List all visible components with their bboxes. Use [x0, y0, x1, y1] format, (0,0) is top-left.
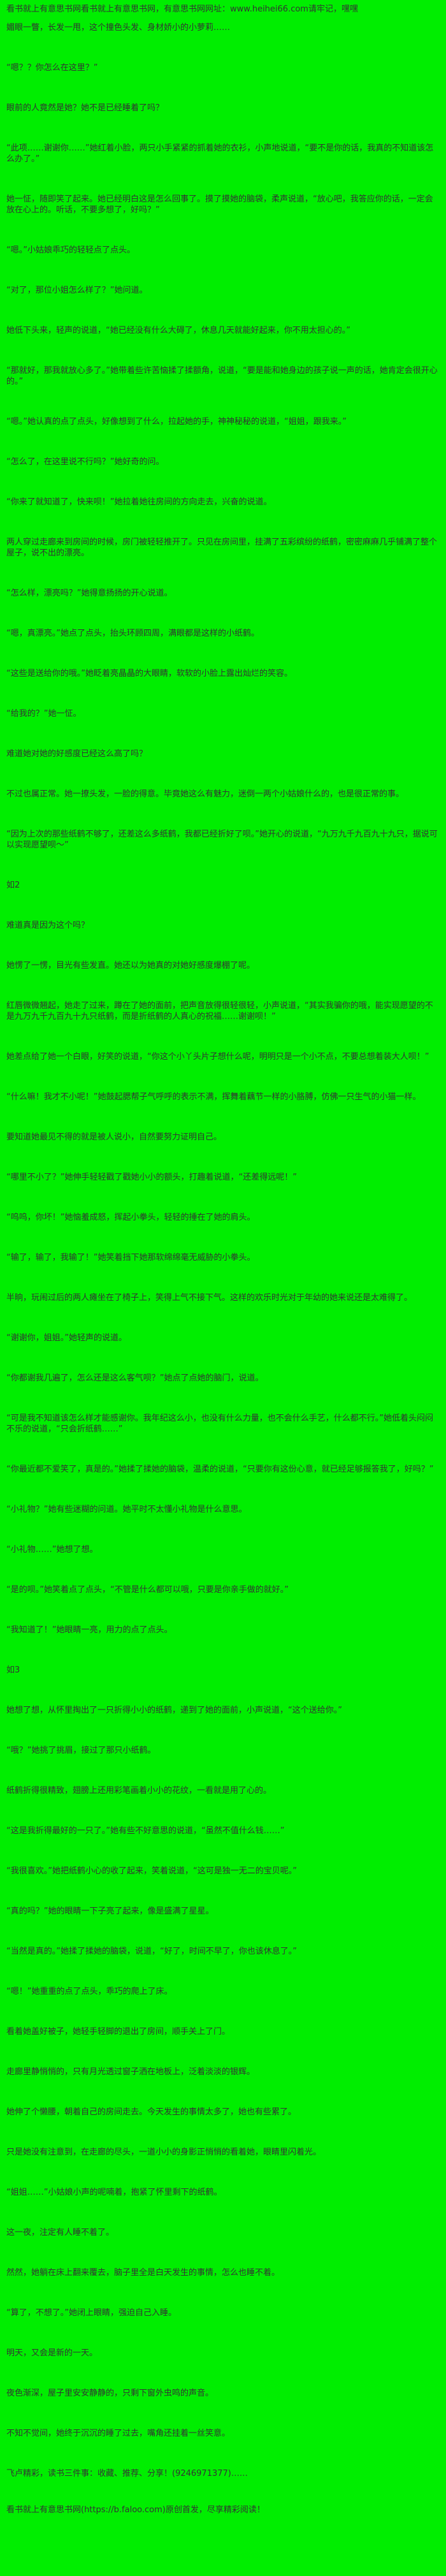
paragraph: “姐姐……”小姑娘小声的呢喃着，抱紧了怀里剩下的纸鹤。: [6, 2188, 222, 2197]
paragraph: “那就好，那我就放心多了。”她带着些许苦恼揉了揉额角，说道，“要是能和她身边的孩…: [6, 366, 438, 386]
paragraph: “嗯。”她认真的点了点头，好像想到了什么，拉起她的手，神神秘秘的说道，“姐姐，跟…: [6, 417, 347, 427]
paragraph: 红唇微微翘起，她走了过来，蹲在了她的面前，把声音放得很轻很轻，小声说道，“其实我…: [6, 1001, 433, 1021]
paragraph: 她愣了一愣，目光有些发直。她还以为她真的对她好感度爆棚了呢。: [6, 961, 255, 970]
paragraph: 难道她对她的好感度已经这么高了吗？: [6, 749, 148, 759]
paragraph: “你都谢我几遍了，怎么还是这么客气呗？”她点了点她的脑门，说道。: [6, 1373, 264, 1383]
paragraph: “你来了就知道了，快来呗！”她拉着她往房间的方向走去，兴奋的说道。: [6, 497, 272, 507]
paragraph: “可是我不知道该怎么样才能感谢你。我年纪这么小，也没有什么力量，也不会什么手艺，…: [6, 1414, 433, 1434]
paragraph: “小礼物？”她有些迷糊的问道。她平时不太懂小礼物是什么意思。: [6, 1505, 247, 1514]
paragraph: “怎么样，漂亮吗？”她得意扬扬的开心说道。: [6, 589, 173, 598]
paragraph: 纸鹤折得很精致，翅膀上还用彩笔画着小小的花纹，一看就是用了心的。: [6, 1786, 272, 1796]
paragraph: “这些是送给你的哦。”她眨着亮晶晶的大眼睛，软软的小脸上露出灿烂的笑容。: [6, 669, 292, 678]
paragraph: 难道真是因为这个吗？: [6, 921, 90, 930]
paragraph: 这一夜，注定有人睡不着了。: [6, 2228, 115, 2237]
paragraph: “谢谢你，姐姐。”她轻声的说道。: [6, 1333, 127, 1343]
paragraph: “我知道了！”她眼睛一亮，用力的点了点头。: [6, 1625, 173, 1635]
footer-source-link-line[interactable]: 看书就上有意思书网(https://b.faloo.com)原创首发，尽享精彩阅…: [6, 2505, 265, 2515]
paragraph: 她一怔，随即笑了起来。她已经明白这是怎么回事了。摸了摸她的脑袋，柔声说道，“放心…: [6, 194, 433, 215]
paragraph: “嗯。”小姑娘乖巧的轻轻点了点头。: [6, 245, 135, 255]
paragraph: “对了，那位小姐怎么样了？”她问道。: [6, 286, 148, 295]
section-marker: 如2: [6, 881, 20, 890]
site-header-line: 看书就上有意思书网看书就上有意思书网，有意思书网网址：www.heihei66.…: [6, 4, 358, 14]
paragraph: “真的吗？”她的眼睛一下子亮了起来，像是盛满了星星。: [6, 1906, 214, 1916]
paragraph: 明天，又会是新的一天。: [6, 2348, 98, 2358]
paragraph: “呜呜，你坏！”她恼羞成怒，挥起小拳头，轻轻的捶在了她的肩头。: [6, 1213, 255, 1222]
paragraph: “你最近都不爱笑了，真是的。”她揉了揉她的脑袋，温柔的说道，“只要你有这份心意，…: [6, 1465, 434, 1474]
paragraph: “哪里不小了？”她伸手轻轻戳了戳她小小的额头，打趣着说道，“还差得远呢！”: [6, 1173, 297, 1182]
paragraph: “什么嘛！我才不小呢！”她鼓起腮帮子气呼呼的表示不满，挥舞着藕节一样的小胳膊，仿…: [6, 1092, 421, 1102]
paragraph: 只是她没有注意到，在走廊的尽头，一道小小的身影正悄悄的看着她，眼睛里闪着光。: [6, 2148, 322, 2157]
paragraph: 夜色渐深，屋子里安安静静的，只剩下窗外虫鸣的声音。: [6, 2389, 214, 2398]
paragraph: 她伸了个懒腰，朝着自己的房间走去。今天发生的事情太多了，她也有些累了。: [6, 2107, 297, 2117]
paragraph: “嗯？？你怎么在这里？”: [6, 63, 98, 73]
section-marker: 如3: [6, 1665, 20, 1675]
chapter-body: “嗯？？你怎么在这里？” 眼前的人竟然是她？她不是已经睡着了吗？ “此项……谢谢你……: [6, 62, 440, 2439]
paragraph: “当然是真的。”她揉了揉她的脑袋，说道，“好了，时间不早了，你也该休息了。”: [6, 1947, 297, 1956]
paragraph: “嗯，真漂亮。”她点了点头，抬头环顾四周，满眼都是这样的小纸鹤。: [6, 629, 259, 638]
paragraph: “算了，不想了。”她闭上眼睛，强迫自己入睡。: [6, 2308, 176, 2318]
paragraph: 不知不觉间，她终于沉沉的睡了过去，嘴角还挂着一丝笑意。: [6, 2429, 231, 2438]
paragraph: “哦？”她挑了挑眉，接过了那只小纸鹤。: [6, 1746, 156, 1755]
paragraph: 走廊里静悄悄的，只有月光透过窗子洒在地板上，泛着淡淡的银辉。: [6, 2067, 255, 2077]
paragraph: 她想了想，从怀里掏出了一只折得小小的纸鹤，递到了她的面前，小声说道，“这个送给你…: [6, 1706, 342, 1715]
paragraph: 看着她盖好被子，她轻手轻脚的退出了房间，顺手关上了门。: [6, 2027, 231, 2037]
paragraph: 半晌，玩闹过后的两人瘫坐在了椅子上，笑得上气不接下气。这样的欢乐时光对于年幼的她…: [6, 1293, 413, 1303]
paragraph: “这是我折得最好的一只了。”她有些不好意思的说道，“虽然不值什么钱……”: [6, 1826, 285, 1836]
paragraph: “给我的？”她一怔。: [6, 709, 82, 719]
paragraph: 两人穿过走廊来到房间的时候，房门被轻轻推开了。只见在房间里，挂满了五彩缤纷的纸鹤…: [6, 538, 438, 558]
paragraph: “嗯！”她重重的点了点头，乖巧的爬上了床。: [6, 1987, 173, 1996]
footer-recommend-line: 飞卢精彩，读书三件事：收藏、推荐、分享！(9246971377)……: [6, 2469, 248, 2478]
paragraph: 要知道她最见不得的就是被人说小，自然要努力证明自己。: [6, 1132, 222, 1142]
paragraph: 她低下头来，轻声的说道，“她已经没有什么大碍了，休息几天就能好起来，你不用太担心…: [6, 326, 350, 335]
paragraph: “是的呗。”她笑着点了点头，“不管是什么都可以哦，只要是你亲手做的就好。”: [6, 1585, 289, 1595]
paragraph: 她差点给了她一个白眼，好笑的说道，“你这个小丫头片子想什么呢，明明只是一个小不点…: [6, 1052, 429, 1062]
paragraph: “输了，输了，我输了！”她笑着挡下她那软绵绵毫无威胁的小拳头。: [6, 1253, 255, 1262]
paragraph: 不过也属正常。她一撩头发，一脸的得意。毕竟她这么有魅力，迷倒一两个小姑娘什么的，…: [6, 789, 405, 799]
paragraph: 然然，她躺在床上翻来覆去，脑子里全是白天发生的事情，怎么也睡不着。: [6, 2268, 280, 2278]
chapter-teaser-line: 媚眼一瞥，长发一甩，这个撞色头发、身材娇小的小萝莉……: [6, 23, 231, 33]
paragraph: “怎么了，在这里说不行吗？”她好奇的问。: [6, 457, 164, 467]
paragraph: “因为上次的那些纸鹤不够了，还差这么多纸鹤，我都已经折好了呗。”她开心的说道，“…: [6, 830, 438, 850]
paragraph: 眼前的人竟然是她？她不是已经睡着了吗？: [6, 103, 164, 113]
paragraph: “小礼物……”她想了想。: [6, 1545, 98, 1555]
paragraph: “此项……谢谢你……”她红着小脸，两只小手紧紧的抓着她的衣衫，小声地说道，“要不…: [6, 143, 434, 164]
paragraph: “我很喜欢。”她把纸鹤小心的收了起来，笑着说道，“这可是独一无二的宝贝呢。”: [6, 1866, 297, 1876]
